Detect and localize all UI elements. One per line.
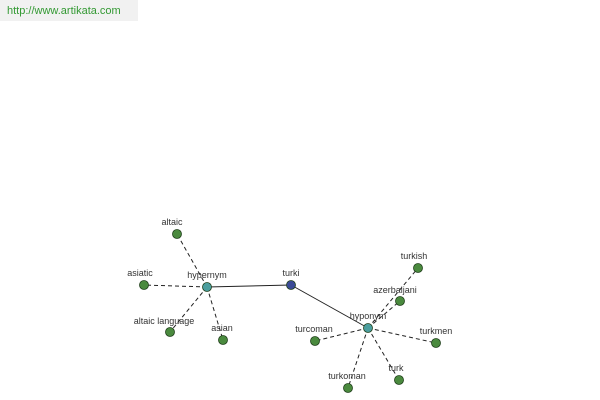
node-label-asian[interactable]: asian [211, 323, 233, 333]
node-turkmen[interactable]: turkmen [420, 326, 453, 348]
node-circle-turkoman[interactable] [343, 383, 353, 393]
node-label-turki[interactable]: turki [282, 268, 299, 278]
node-turkish[interactable]: turkish [401, 251, 428, 273]
node-altaic-language[interactable]: altaic language [134, 316, 195, 337]
node-circle-hypernym[interactable] [202, 282, 212, 292]
node-label-hypernym[interactable]: hypernym [187, 270, 227, 280]
node-label-asiatic[interactable]: asiatic [127, 268, 153, 278]
nodes-layer: turki hypernym hyponym altaic asiatic altaic … [127, 217, 452, 393]
node-circle-altaic[interactable] [172, 229, 182, 239]
node-circle-asian[interactable] [218, 335, 228, 345]
node-label-turcoman[interactable]: turcoman [295, 324, 333, 334]
node-asian[interactable]: asian [211, 323, 233, 345]
node-azerbaijani[interactable]: azerbaijani [373, 285, 417, 306]
edge-hyponym-turkmen [367, 327, 437, 344]
edge-hyponym-turkoman [347, 327, 369, 389]
edges-layer [143, 233, 437, 389]
node-circle-turkmen[interactable] [431, 338, 441, 348]
node-turki[interactable]: turki [282, 268, 300, 290]
edge-turki-hypernym [206, 284, 292, 288]
node-altaic[interactable]: altaic [161, 217, 183, 239]
node-circle-asiatic[interactable] [139, 280, 149, 290]
edge-hyponym-turk [367, 327, 400, 381]
node-circle-turki[interactable] [286, 280, 296, 290]
node-hypernym[interactable]: hypernym [187, 270, 227, 292]
edge-hypernym-altaic [176, 233, 208, 288]
edge-hyponym-turcoman [314, 327, 369, 342]
node-circle-turkish[interactable] [413, 263, 423, 273]
edge-hypernym-altaic-language [169, 286, 208, 333]
node-circle-altaic-language[interactable] [165, 327, 175, 337]
site-url-link[interactable]: http://www.artikata.com [7, 4, 121, 17]
node-label-altaic[interactable]: altaic [161, 217, 183, 227]
node-circle-turk[interactable] [394, 375, 404, 385]
node-turcoman[interactable]: turcoman [295, 324, 333, 346]
node-label-turkoman[interactable]: turkoman [328, 371, 366, 381]
node-circle-hyponym[interactable] [363, 323, 373, 333]
edge-hyponym-turkish [367, 267, 419, 329]
node-label-azerbaijani[interactable]: azerbaijani [373, 285, 417, 295]
edge-turki-hyponym [290, 284, 369, 329]
node-circle-turcoman[interactable] [310, 336, 320, 346]
node-label-turkmen[interactable]: turkmen [420, 326, 453, 336]
edge-hypernym-asiatic [143, 284, 208, 288]
url-bar: http://www.artikata.com [0, 0, 138, 21]
node-turkoman[interactable]: turkoman [328, 371, 366, 393]
edge-hypernym-asian [206, 286, 224, 341]
node-label-turk[interactable]: turk [388, 363, 404, 373]
node-label-turkish[interactable]: turkish [401, 251, 428, 261]
node-label-hyponym[interactable]: hyponym [350, 311, 387, 321]
node-circle-azerbaijani[interactable] [395, 296, 405, 306]
node-label-altaic-language[interactable]: altaic language [134, 316, 195, 326]
node-turk[interactable]: turk [388, 363, 404, 385]
node-asiatic[interactable]: asiatic [127, 268, 153, 290]
node-hyponym[interactable]: hyponym [350, 311, 387, 333]
